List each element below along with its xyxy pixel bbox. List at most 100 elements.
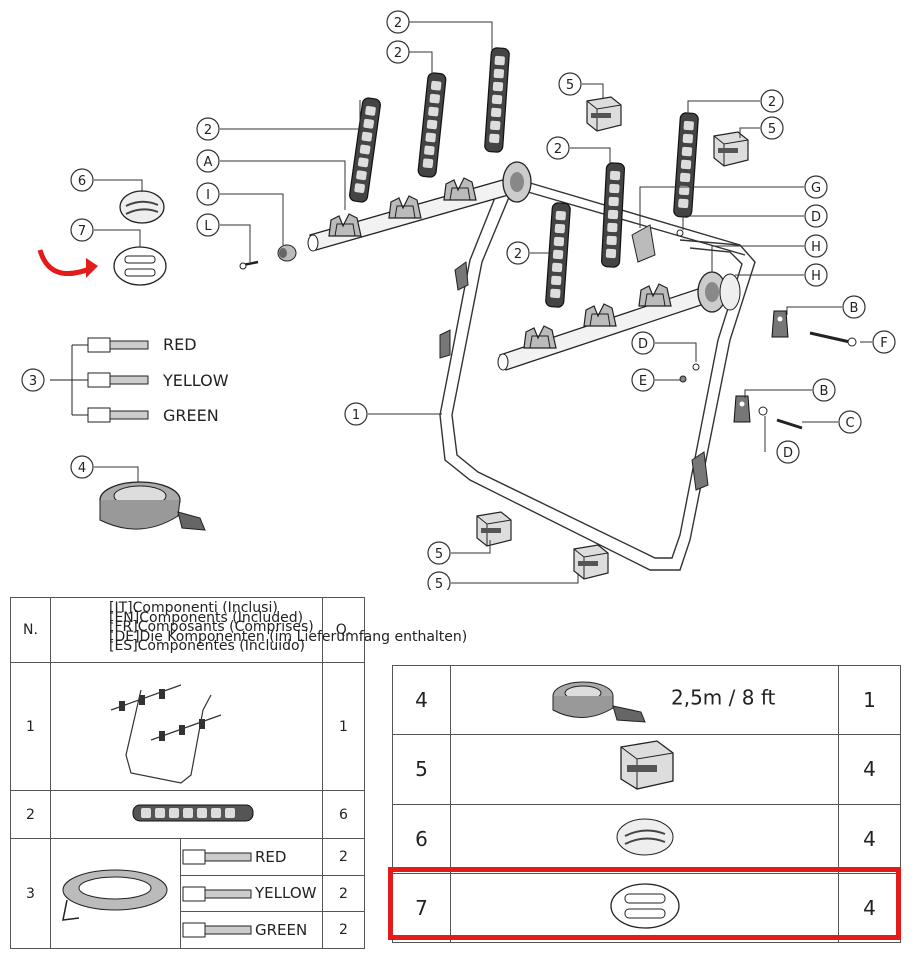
- row-quantity: 1: [322, 662, 366, 791]
- frame-part-1: [439, 179, 756, 571]
- block-part-5: [586, 96, 622, 132]
- callout: H: [811, 269, 821, 284]
- callout: 5: [435, 577, 443, 590]
- frame-hook: [691, 451, 709, 491]
- color-straps-part-3: [50, 337, 149, 423]
- color-strap-icon: [182, 886, 252, 902]
- strap-thumbnail: [49, 790, 324, 839]
- callout: 5: [566, 78, 574, 93]
- callout-circles: [21, 10, 896, 590]
- strap-color-yellow: YELLOW: [162, 371, 229, 390]
- lower-arm: [497, 271, 741, 371]
- callout: 5: [435, 547, 443, 562]
- row-number: 6: [392, 803, 451, 874]
- lang-it: [IT]Componenti (Inclusi): [109, 600, 278, 616]
- callout: 2: [554, 142, 562, 157]
- block-part-5: [573, 544, 609, 580]
- block-icon: [619, 740, 674, 791]
- callout: 5: [768, 122, 776, 137]
- pad-7-cell: [450, 872, 839, 944]
- strap-color-green: GREEN: [163, 406, 219, 425]
- lang-fr: [FR]Composants (Comprises): [109, 619, 314, 635]
- callout: L: [204, 219, 212, 234]
- callout: 7: [78, 224, 86, 239]
- row-quantity: 2: [322, 911, 366, 949]
- loop-strap-thumbnail: [50, 838, 181, 949]
- callout: B: [850, 301, 859, 316]
- header-components: [IT]Componenti (Inclusi) [EN]Components …: [49, 597, 468, 663]
- pin-f: [809, 331, 851, 344]
- row-number: 5: [392, 734, 451, 805]
- row-quantity: 1: [838, 664, 901, 736]
- callout: 2: [204, 123, 212, 138]
- color-strap-icon: [182, 922, 252, 938]
- row-number: 3: [10, 838, 51, 949]
- sub-item-red: RED: [179, 838, 324, 876]
- exploded-diagram: RED YELLOW GREEN: [21, 10, 896, 590]
- callout: H: [811, 240, 821, 255]
- strap-length: 2,5m / 8 ft: [671, 685, 776, 710]
- components-table-left: N. [IT]Componenti (Inclusi) [EN]Componen…: [10, 597, 468, 949]
- bracket-b: [733, 395, 751, 423]
- callout: B: [820, 384, 829, 399]
- pad-part-6: [119, 190, 165, 224]
- callout: 2: [514, 247, 522, 262]
- row-quantity: 4: [838, 872, 901, 944]
- callout: 4: [78, 461, 86, 476]
- row-number: 2: [10, 790, 51, 839]
- callout: 2: [394, 46, 402, 61]
- block-part-5: [476, 511, 512, 547]
- header-n: N.: [10, 597, 51, 663]
- components-table-right: 4 2,5m / 8 ft 1 5 4 6: [392, 664, 901, 944]
- row-quantity: 4: [838, 734, 901, 805]
- sub-item-green: GREEN: [179, 911, 324, 949]
- row-number: 7: [392, 872, 451, 944]
- row-quantity: 2: [322, 875, 366, 912]
- roll-strap-icon: [552, 681, 646, 723]
- washer-d: [676, 229, 684, 237]
- strap-icon: [132, 804, 254, 821]
- frame-hook: [439, 329, 451, 359]
- callout: 2: [394, 16, 402, 31]
- callout: 2: [768, 95, 776, 110]
- screw-l: [239, 260, 259, 270]
- block-part-5: [713, 131, 749, 167]
- row-quantity: 2: [322, 838, 366, 876]
- bolt-c: [776, 418, 803, 430]
- knob-a: [277, 244, 297, 262]
- pad-part-7: [113, 246, 167, 286]
- leader-lines: [94, 21, 872, 584]
- callout: 6: [78, 174, 86, 189]
- lang-en: [EN]Components (Included): [109, 609, 304, 626]
- lang-es: [ES]Componentes (Incluido): [109, 638, 306, 654]
- sub-item-yellow: YELLOW: [179, 875, 324, 912]
- callout: 1: [352, 408, 360, 423]
- callout: 3: [29, 374, 37, 389]
- roll-strap-cell: 2,5m / 8 ft: [450, 664, 839, 736]
- roll-strap-part-4: [99, 481, 206, 531]
- callout: E: [639, 374, 647, 389]
- callout: A: [204, 155, 213, 170]
- row-number: 4: [392, 664, 451, 736]
- frame-icon: [110, 683, 222, 784]
- part-g: [631, 224, 656, 263]
- callout: D: [783, 446, 793, 461]
- callout: G: [811, 181, 821, 196]
- washer-d: [692, 363, 700, 371]
- block-cell: [450, 734, 839, 805]
- bracket-b: [771, 310, 789, 338]
- row-number: 1: [10, 662, 51, 791]
- callout: C: [845, 416, 854, 431]
- frame-hook: [454, 261, 469, 291]
- loop-strap-icon: [62, 869, 168, 921]
- frame-thumbnail: [49, 662, 324, 791]
- arrow-head-icon: [86, 258, 98, 278]
- strap-color-red: RED: [163, 335, 197, 354]
- row-quantity: 4: [838, 803, 901, 874]
- callout: I: [206, 188, 210, 203]
- washer-d: [758, 406, 768, 416]
- lang-de: [DE]Die Komponenten (im Lieferumfang ent…: [109, 628, 468, 645]
- pad-6-icon: [616, 818, 673, 856]
- callout: F: [880, 336, 887, 351]
- rotate-arrow-icon: [37, 249, 93, 277]
